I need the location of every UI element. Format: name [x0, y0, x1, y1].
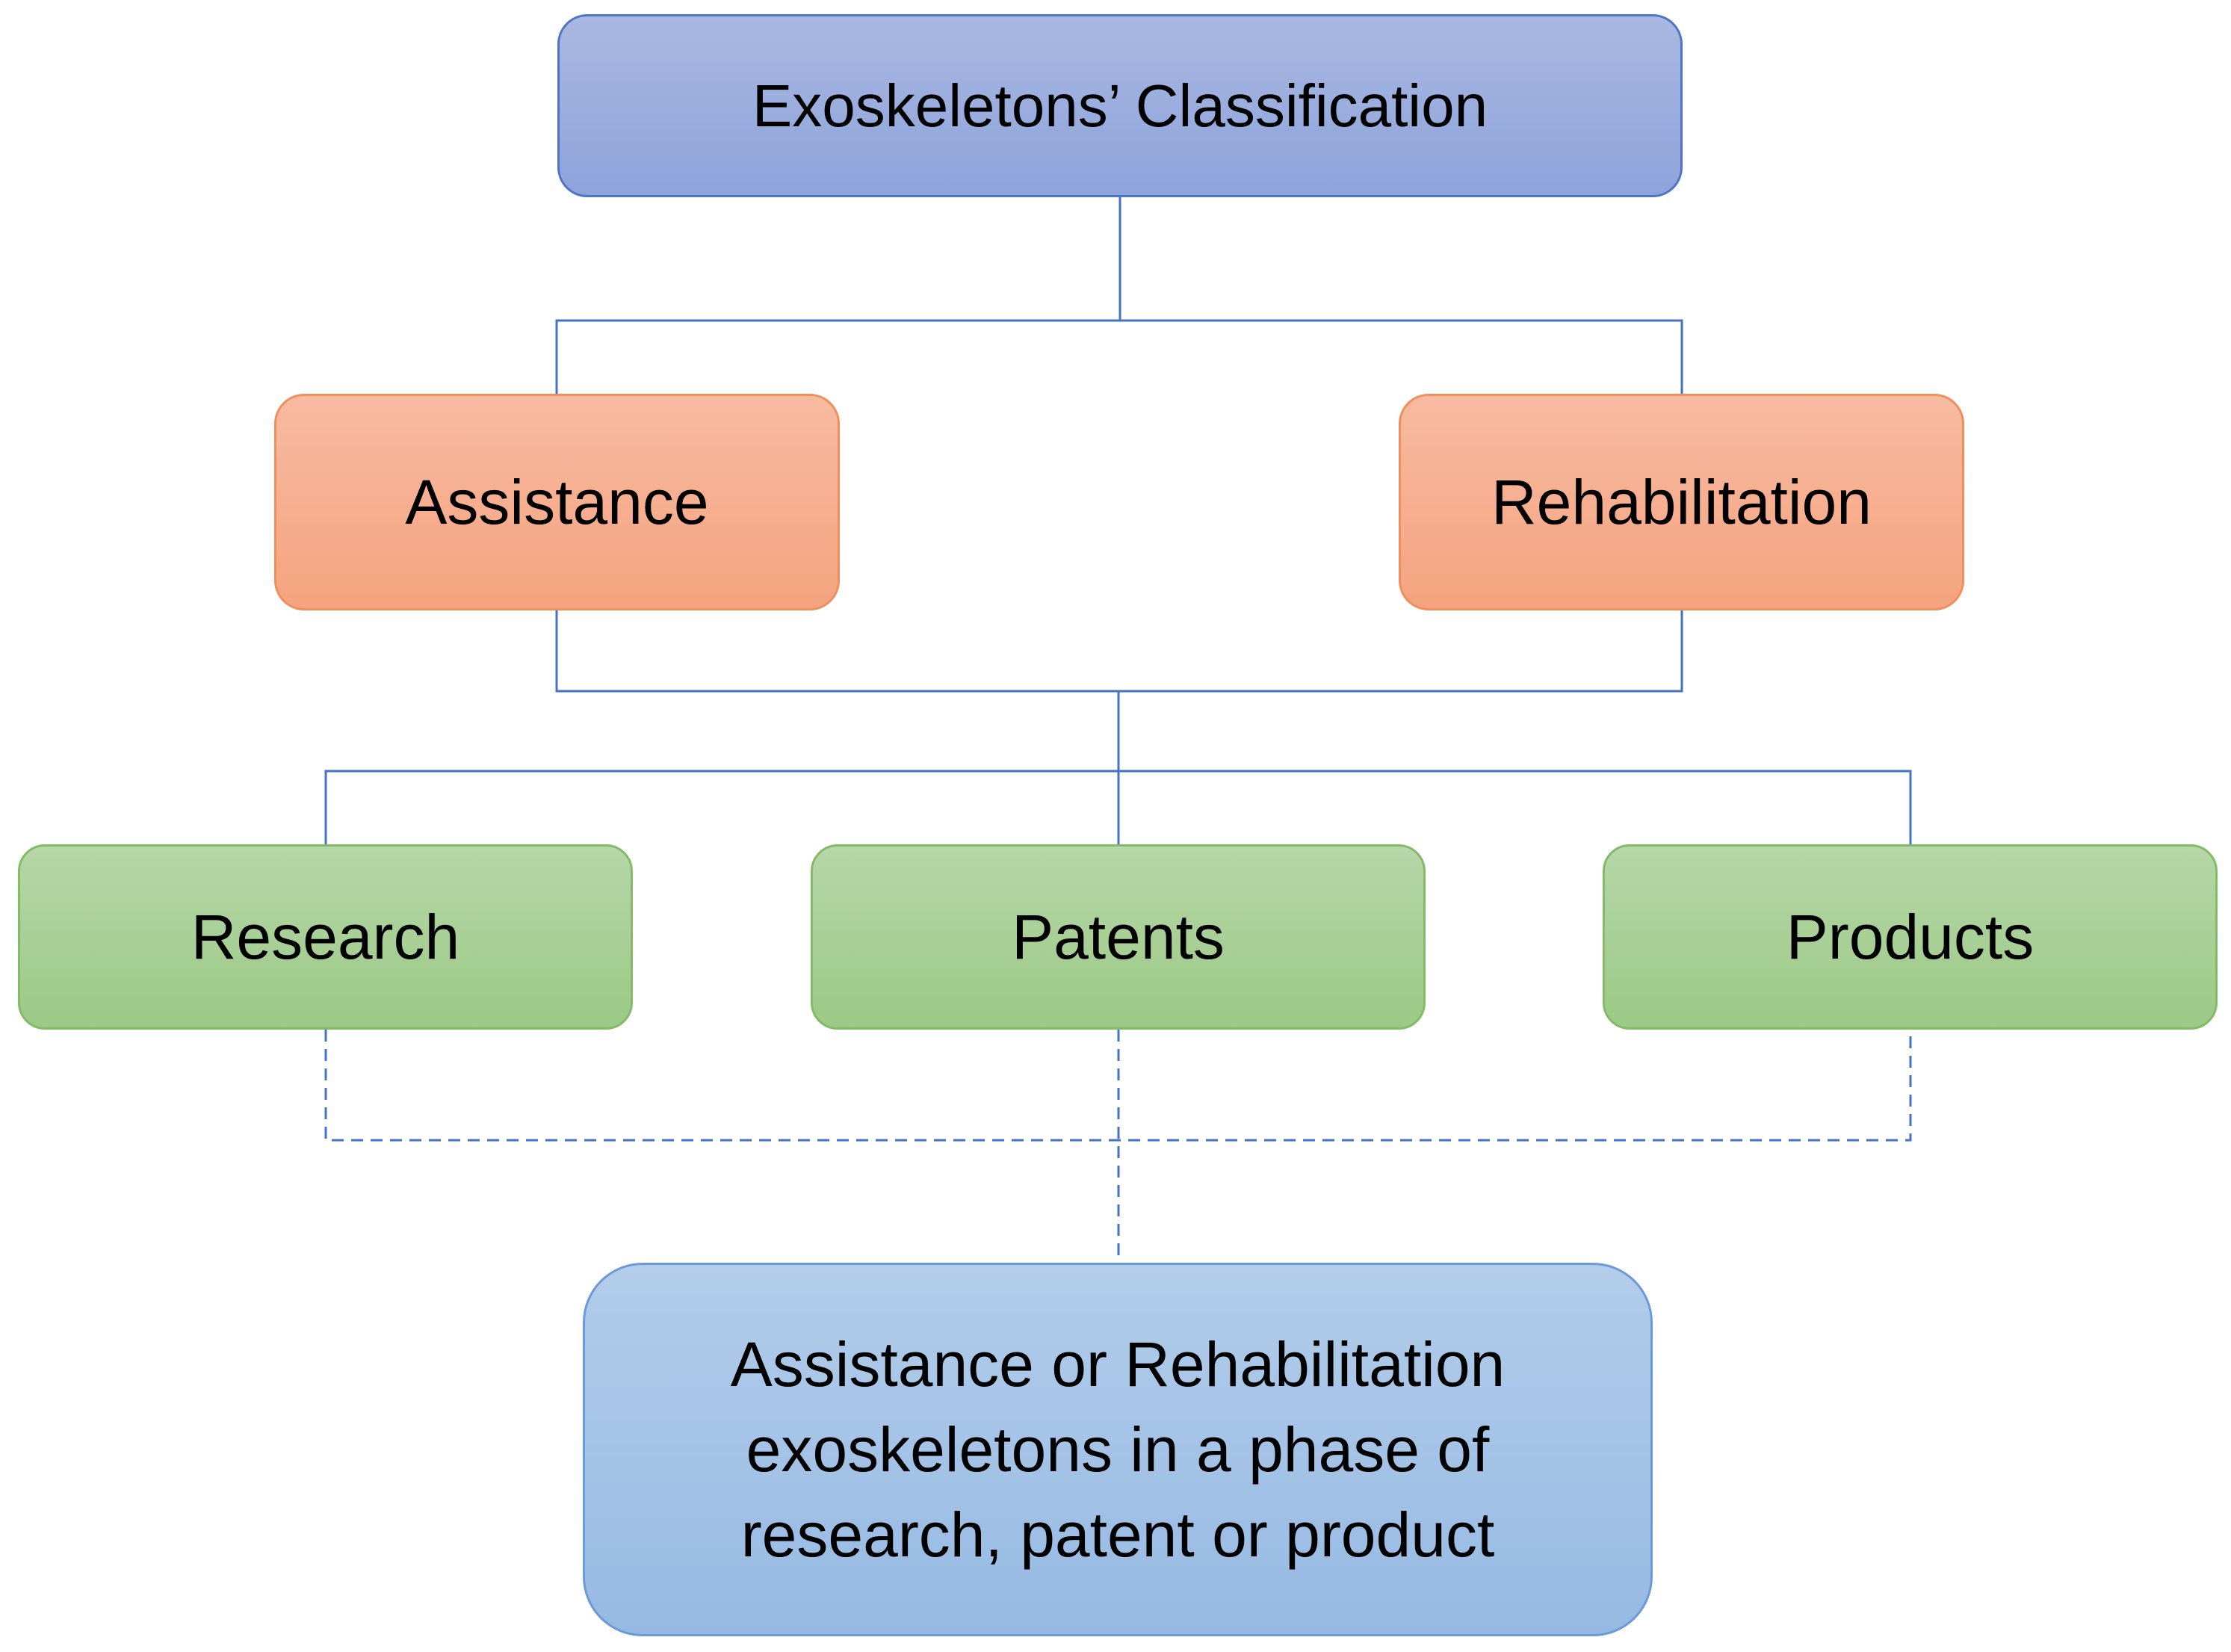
rehabilitation-node-label: Rehabilitation — [1491, 466, 1872, 537]
assistance-node: Assistance — [274, 394, 840, 610]
phase-dashed-merge-line — [324, 1030, 1912, 1142]
phase-branch-line — [324, 770, 1912, 844]
summary-node: Assistance or Rehabilitation exoskeleton… — [583, 1263, 1653, 1636]
assistance-node-label: Assistance — [405, 466, 709, 537]
research-node-label: Research — [191, 901, 460, 972]
patents-node: Patents — [811, 844, 1426, 1030]
products-node: Products — [1603, 844, 2218, 1030]
products-node-label: Products — [1786, 901, 2034, 972]
category-merge-line — [555, 610, 1683, 693]
research-node: Research — [18, 844, 633, 1030]
patents-node-label: Patents — [1012, 901, 1225, 972]
root-node-label: Exoskeletons’ Classification — [752, 72, 1488, 139]
rehabilitation-node: Rehabilitation — [1399, 394, 1964, 610]
summary-node-label: Assistance or Rehabilitation exoskeleton… — [730, 1329, 1506, 1570]
root-node: Exoskeletons’ Classification — [557, 14, 1683, 197]
root-branch-line — [555, 319, 1683, 394]
